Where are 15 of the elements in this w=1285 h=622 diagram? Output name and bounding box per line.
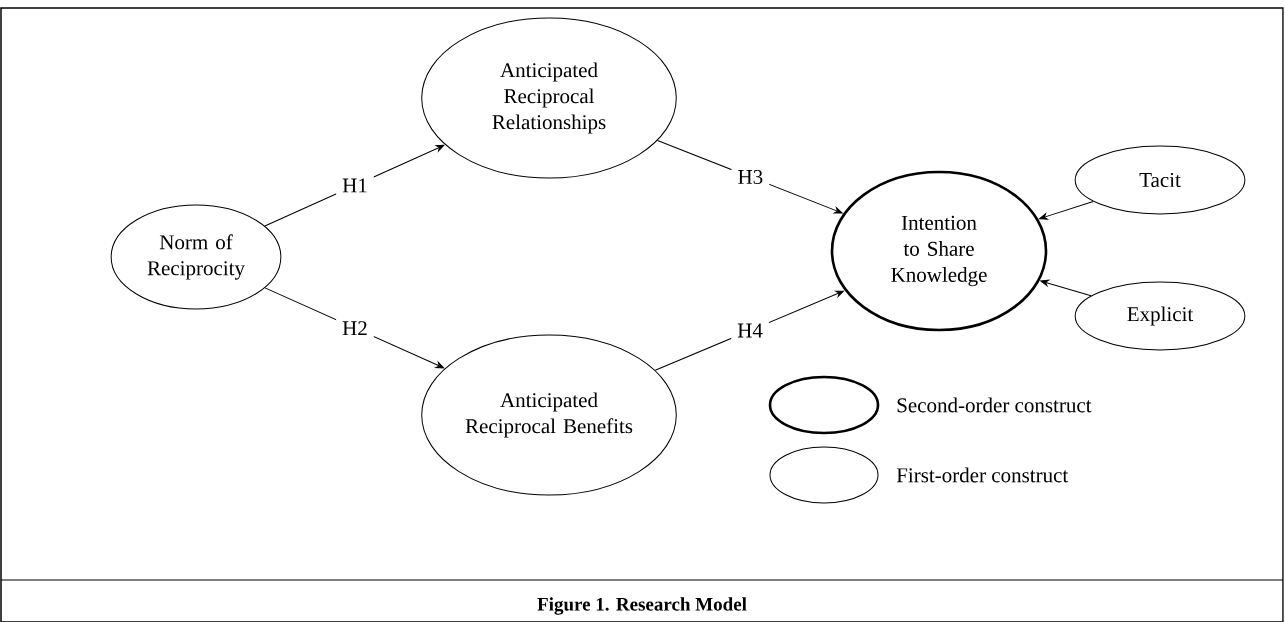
ellipse-node: Anticipated Reciprocal Relationships: [421, 17, 677, 179]
legend-label: Second-order construct: [897, 397, 1092, 413]
arrow: [1039, 200, 1094, 220]
ellipse-node: Tacit: [1074, 145, 1246, 215]
ellipse-node: Norm of Reciprocity: [110, 204, 282, 310]
ellipse-node: Explicit: [1074, 281, 1246, 351]
ellipse-node: Intention to Share Knowledge: [830, 170, 1048, 332]
ellipse-node: Anticipated Reciprocal Benefits: [421, 334, 677, 496]
caption: Figure 1. Research Model: [537, 597, 747, 615]
edge-label: H2: [336, 315, 374, 342]
edge-label: H4: [731, 317, 769, 344]
edge-label: H3: [731, 163, 770, 191]
legend-label: First-order construct: [896, 467, 1069, 483]
arrow: [1040, 279, 1092, 297]
edge-label: H1: [336, 172, 374, 199]
